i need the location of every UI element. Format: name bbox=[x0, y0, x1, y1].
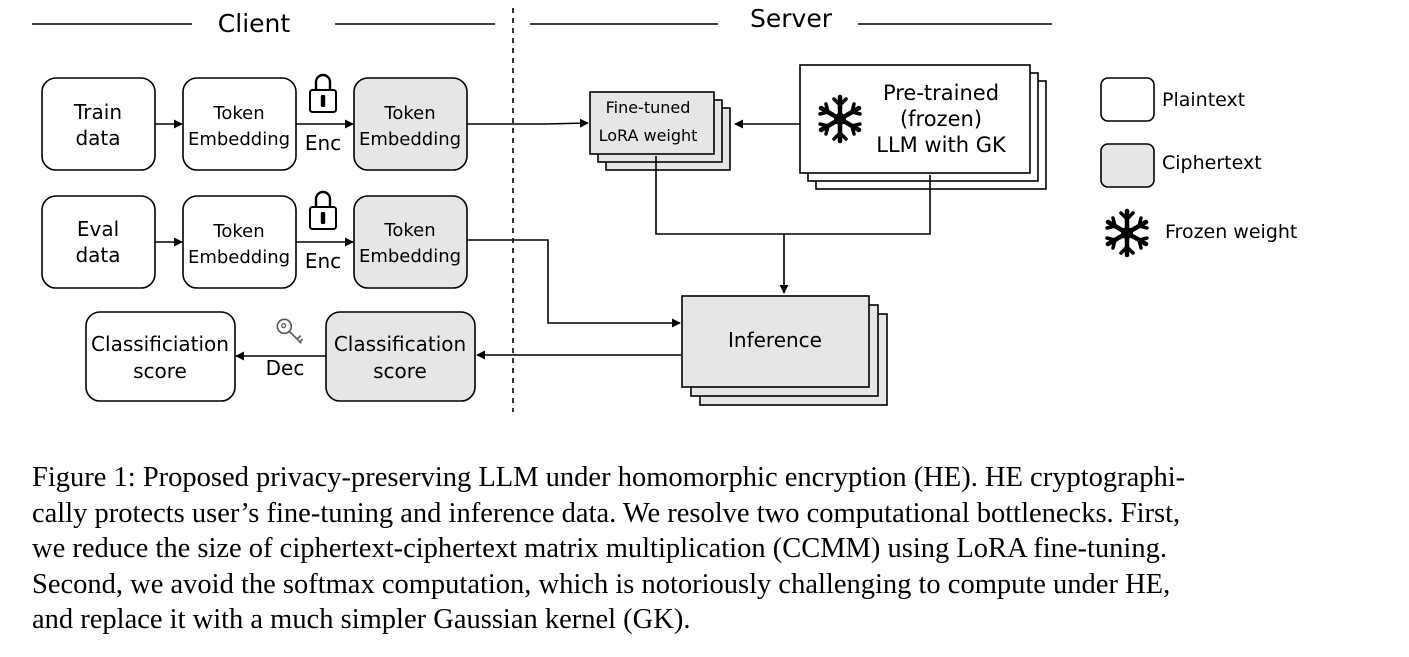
encrypted-token-embedding-label-1a: Token bbox=[383, 103, 435, 124]
token-embedding-label-2a: Token bbox=[212, 221, 264, 242]
lora-label-2: LoRA weight bbox=[599, 126, 698, 145]
encrypted-classification-score-label-2: score bbox=[373, 359, 427, 383]
merge-line bbox=[655, 156, 931, 235]
dec-label: Dec bbox=[266, 356, 305, 380]
enc-label-1: Enc bbox=[305, 131, 341, 155]
caption-line: cally protects user’s fine-tuning and in… bbox=[32, 497, 1181, 529]
encrypted-classification-score-box bbox=[325, 311, 476, 402]
token-embedding-label-2b: Embedding bbox=[188, 247, 290, 268]
eval-data-label-2: data bbox=[75, 243, 120, 267]
token-embedding-label-1a: Token bbox=[212, 103, 264, 124]
pretrained-label-3: LLM with GK bbox=[876, 133, 1007, 157]
lock-icon bbox=[308, 73, 338, 114]
he-llm-diagram: Client Server Train data Token Embedding… bbox=[32, 4, 1297, 412]
classification-score-label-1: Classificiation bbox=[91, 332, 229, 356]
classification-score-label-2: score bbox=[133, 359, 187, 383]
eval-data-label-1: Eval bbox=[77, 217, 119, 241]
inference-box bbox=[681, 295, 870, 388]
encrypted-classification-score-label-1: Classification bbox=[334, 332, 466, 356]
encrypted-token-embedding-box-2 bbox=[353, 195, 468, 289]
legend-snowflake-icon bbox=[1107, 211, 1147, 255]
encrypted-token-embedding-box-1 bbox=[353, 77, 468, 171]
figure-caption: Figure 1: Proposed privacy-preserving LL… bbox=[32, 460, 1332, 638]
caption-line: we reduce the size of ciphertext-ciphert… bbox=[32, 533, 1167, 564]
token-embedding-box-1 bbox=[182, 77, 297, 171]
train-data-label-1: Train bbox=[73, 100, 122, 124]
legend-ciphertext-swatch bbox=[1100, 143, 1155, 188]
enc-label-2: Enc bbox=[305, 249, 341, 273]
encrypted-token-embedding-label-2a: Token bbox=[383, 220, 435, 241]
pretrained-label-1: Pre-trained bbox=[883, 81, 999, 105]
legend-plaintext-swatch bbox=[1100, 77, 1155, 122]
train-data-label-2: data bbox=[75, 126, 120, 150]
classification-score-box bbox=[85, 311, 236, 402]
caption-line: Figure 1: Proposed privacy-preserving LL… bbox=[32, 462, 1186, 493]
legend-plaintext-label: Plaintext bbox=[1162, 89, 1245, 111]
encrypted-token-embedding-label-2b: Embedding bbox=[359, 246, 461, 267]
caption-line: and replace it with a much simpler Gauss… bbox=[32, 604, 691, 635]
lora-weight-box bbox=[589, 91, 715, 155]
token-embedding-label-1b: Embedding bbox=[188, 129, 290, 150]
key-icon bbox=[276, 318, 304, 344]
legend-frozen-label: Frozen weight bbox=[1165, 221, 1297, 243]
arrow-embed-to-lora bbox=[467, 118, 589, 128]
token-embedding-box-2 bbox=[182, 195, 297, 289]
train-data-box bbox=[41, 77, 156, 171]
arrow-embed-to-inference bbox=[467, 239, 681, 328]
encrypted-token-embedding-label-1b: Embedding bbox=[359, 129, 461, 150]
eval-data-box bbox=[41, 195, 156, 289]
lock-icon bbox=[308, 190, 338, 231]
legend-ciphertext-label: Ciphertext bbox=[1162, 152, 1262, 174]
inference-label: Inference bbox=[728, 328, 822, 352]
pretrained-label-2: (frozen) bbox=[900, 107, 982, 131]
caption-line: Second, we avoid the softmax computation… bbox=[32, 568, 1171, 600]
lora-label-1: Fine-tuned bbox=[606, 98, 691, 117]
server-header: Server bbox=[750, 4, 833, 33]
client-header: Client bbox=[218, 9, 291, 38]
